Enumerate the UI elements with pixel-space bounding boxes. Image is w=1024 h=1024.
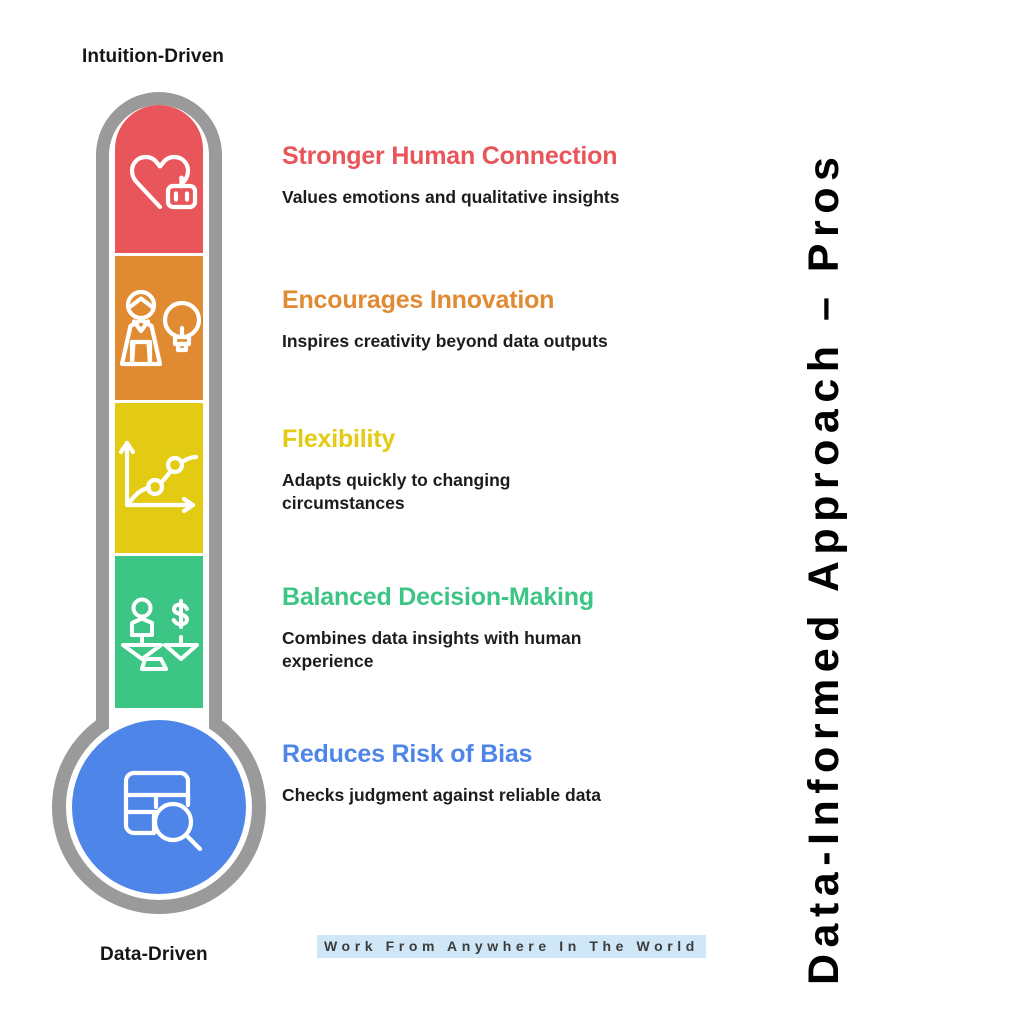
item-description: Checks judgment against reliable data <box>282 785 601 805</box>
item-title: Reduces Risk of Bias <box>282 740 533 768</box>
item-description: Combines data insights with human experi… <box>282 628 582 672</box>
item-balanced-decision-making: Balanced Decision-Making Combines data i… <box>282 583 752 674</box>
page-title: Data-Informed Approach – Pros <box>800 150 848 985</box>
item-encourages-innovation: Encourages Innovation Inspires creativit… <box>282 286 752 353</box>
item-title: Stronger Human Connection <box>282 142 618 170</box>
item-title: Encourages Innovation <box>282 286 555 314</box>
scale-top-label: Intuition-Driven <box>82 46 224 67</box>
scale-bottom-label: Data-Driven <box>100 944 208 965</box>
thermometer-segment-balanced-decision-making[interactable] <box>115 556 203 711</box>
footer-banner: Work From Anywhere In The World <box>317 935 706 958</box>
person-lightbulb-icon <box>52 282 268 378</box>
item-stronger-human-connection: Stronger Human Connection Values emotion… <box>282 142 752 209</box>
heart-robot-icon <box>52 144 268 224</box>
item-description: Values emotions and qualitative insights <box>282 187 620 207</box>
thermometer-segment-reduces-risk-of-bias[interactable] <box>72 720 246 894</box>
thermometer-graphic <box>52 92 268 914</box>
balance-scales-icon <box>52 589 268 681</box>
table-search-icon <box>52 760 268 856</box>
item-title: Flexibility <box>282 425 396 453</box>
thermometer-segment-stronger-human-connection[interactable] <box>115 105 203 256</box>
line-chart-icon <box>52 429 268 529</box>
item-flexibility: Flexibility Adapts quickly to changing c… <box>282 425 752 516</box>
item-title: Balanced Decision-Making <box>282 583 594 611</box>
item-reduces-risk-of-bias: Reduces Risk of Bias Checks judgment aga… <box>282 740 752 807</box>
item-description: Inspires creativity beyond data outputs <box>282 331 608 351</box>
item-description: Adapts quickly to changing circumstances <box>282 470 511 514</box>
